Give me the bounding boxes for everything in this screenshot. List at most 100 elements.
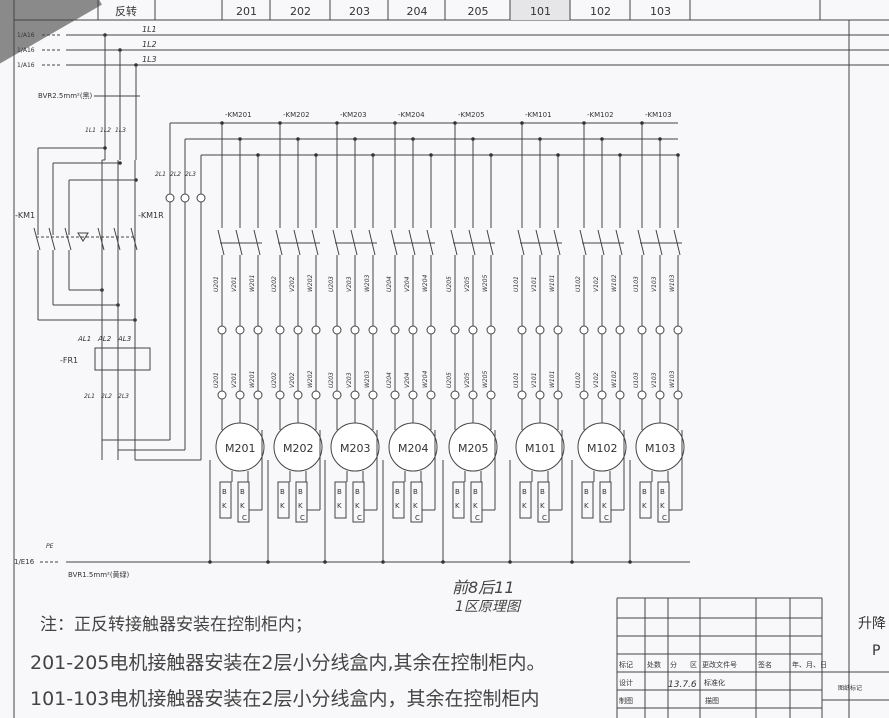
wire-label: U202 bbox=[271, 372, 278, 388]
supply-input-label: 1/A16 bbox=[17, 62, 35, 69]
fr-input-label: AL1 bbox=[77, 335, 91, 343]
junction-dot bbox=[658, 137, 662, 141]
wire-label: V103 bbox=[651, 372, 658, 388]
header-column-204: 204 bbox=[407, 5, 428, 18]
project-code: P bbox=[872, 643, 880, 659]
contactor-switch bbox=[130, 227, 138, 251]
junction-dot bbox=[118, 161, 122, 165]
brake-letter: K bbox=[522, 502, 527, 510]
wire-label: U102 bbox=[575, 276, 582, 292]
brake-letter: K bbox=[240, 502, 245, 510]
bus-label: 2L3 bbox=[185, 171, 196, 178]
header-column-205: 205 bbox=[468, 5, 489, 18]
brake-letter: B bbox=[602, 488, 607, 496]
wire-label: V203 bbox=[346, 372, 353, 388]
wire-label: V205 bbox=[464, 372, 471, 388]
title-header-0: 标记 bbox=[619, 660, 633, 669]
brake-letter: K bbox=[395, 502, 400, 510]
terminal-circle bbox=[275, 390, 285, 400]
motor-101 bbox=[515, 422, 565, 472]
project-title: 升降 bbox=[858, 616, 886, 632]
junction-dot bbox=[489, 153, 493, 157]
junction-dot bbox=[256, 153, 260, 157]
brake-letter: B bbox=[522, 488, 527, 496]
wire-label: V102 bbox=[593, 372, 600, 388]
brake-letter: K bbox=[298, 502, 303, 510]
wire-label: U102 bbox=[575, 372, 582, 388]
motor-103 bbox=[635, 422, 685, 472]
brake-box bbox=[537, 481, 550, 523]
fr-output-label: 2L3 bbox=[118, 393, 129, 400]
brake-box bbox=[581, 481, 594, 519]
terminal-circle bbox=[535, 325, 545, 335]
wire-label: W204 bbox=[422, 274, 429, 292]
terminal-circle bbox=[408, 325, 418, 335]
brake-box bbox=[410, 481, 423, 523]
junction-dot bbox=[220, 121, 224, 125]
junction-dot bbox=[441, 560, 445, 564]
brake-letter: B bbox=[355, 488, 360, 496]
supply-line-label: 1L1 bbox=[142, 25, 157, 34]
motor-203 bbox=[330, 422, 380, 472]
brake-letter: K bbox=[455, 502, 460, 510]
motor-name-205: M205 bbox=[458, 442, 489, 455]
brake-letter: K bbox=[584, 502, 589, 510]
wire-label: V102 bbox=[593, 276, 600, 292]
fr-output-label: 2L1 bbox=[84, 393, 95, 400]
wire-label: U101 bbox=[513, 372, 520, 388]
pe-input-label: 1/E16 bbox=[14, 558, 35, 566]
contactor-switch bbox=[113, 227, 121, 251]
drop-label: 1L1 bbox=[85, 127, 96, 134]
draw-label: 制图 bbox=[619, 696, 633, 705]
motor-name-203: M203 bbox=[340, 442, 371, 455]
motor-204 bbox=[388, 422, 438, 472]
contactor-label-101: -KM101 bbox=[525, 111, 552, 119]
km1r-label: -KM1R bbox=[138, 211, 164, 220]
bus-label: 2L2 bbox=[170, 171, 181, 178]
header-column-201: 201 bbox=[236, 5, 257, 18]
terminal-circle bbox=[597, 390, 607, 400]
wire-label: W201 bbox=[249, 275, 256, 292]
terminal-circle bbox=[180, 193, 190, 203]
terminal-circle bbox=[637, 325, 647, 335]
junction-dot bbox=[208, 560, 212, 564]
brake-letter: B bbox=[540, 488, 545, 496]
terminal-circle bbox=[217, 325, 227, 335]
terminal-circle bbox=[253, 325, 263, 335]
terminal-circle bbox=[426, 325, 436, 335]
motor-name-102: M102 bbox=[587, 442, 618, 455]
design-label: 设计 bbox=[619, 678, 633, 687]
header-column-202: 202 bbox=[290, 5, 311, 18]
terminal-circle bbox=[579, 390, 589, 400]
terminal-circle bbox=[553, 390, 563, 400]
brake-letter: B bbox=[455, 488, 460, 496]
brake-letter: K bbox=[355, 502, 360, 510]
terminal-circle bbox=[235, 325, 245, 335]
brake-box bbox=[334, 481, 347, 519]
wire-label: U205 bbox=[446, 276, 453, 292]
wire-label: V202 bbox=[289, 372, 296, 388]
terminal-circle bbox=[293, 390, 303, 400]
junction-dot bbox=[600, 137, 604, 141]
trace-label: 描图 bbox=[705, 696, 719, 705]
wire-label: W204 bbox=[422, 370, 429, 388]
supply-line-label: 1L3 bbox=[142, 55, 157, 64]
brake-letter: K bbox=[222, 502, 227, 510]
terminal-circle bbox=[615, 325, 625, 335]
drop-label: 1L2 bbox=[100, 127, 111, 134]
contactor-switch bbox=[64, 227, 72, 251]
junction-dot bbox=[582, 121, 586, 125]
junction-dot bbox=[429, 153, 433, 157]
brake-letter: C bbox=[542, 514, 547, 522]
motor-name-204: M204 bbox=[398, 442, 429, 455]
wire-label: W203 bbox=[364, 274, 371, 292]
fr-output-label: 2L2 bbox=[101, 393, 112, 400]
brake-letter: B bbox=[395, 488, 400, 496]
junction-dot bbox=[570, 560, 574, 564]
wire-label: V203 bbox=[346, 276, 353, 292]
junction-dot bbox=[520, 121, 524, 125]
brake-letter: C bbox=[662, 514, 667, 522]
contactor-label-203: -KM203 bbox=[340, 111, 367, 119]
wire-label: U204 bbox=[386, 276, 393, 292]
